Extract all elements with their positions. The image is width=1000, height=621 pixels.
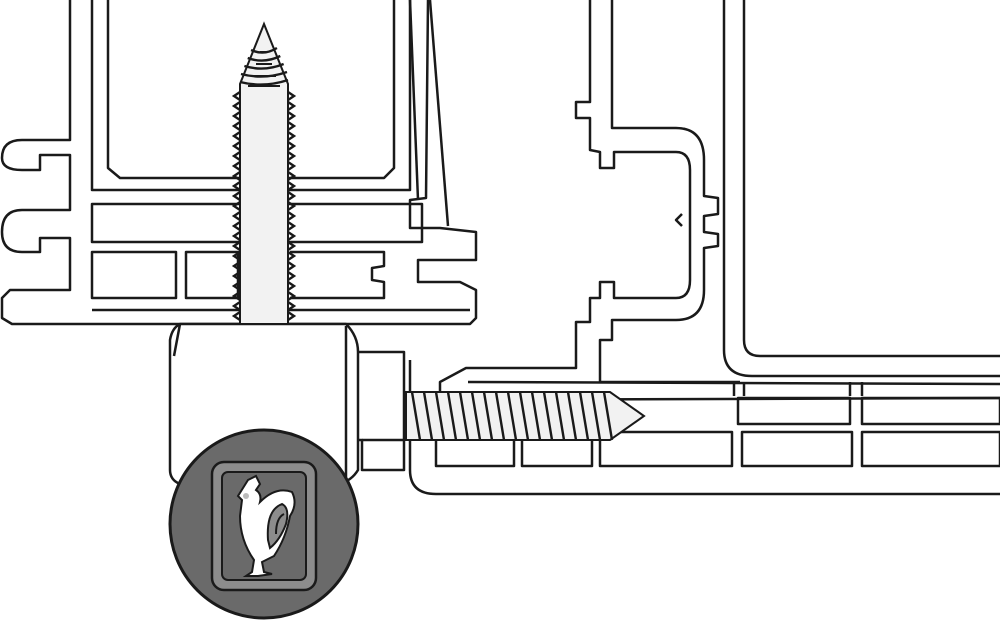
screw-thread: [287, 291, 297, 301]
screw-thread: [287, 231, 297, 241]
screw-thread: [518, 391, 530, 441]
screw-thread: [231, 91, 241, 101]
screw-thread: [287, 191, 297, 201]
screw-thread: [231, 221, 241, 231]
rooster-logo-icon: [221, 471, 307, 581]
screw-thread: [287, 251, 297, 261]
screw-thread: [231, 301, 241, 311]
screw-thread: [287, 141, 297, 151]
screw-thread: [231, 201, 241, 211]
screw-thread: [231, 261, 241, 271]
screw-thread: [287, 151, 297, 161]
screw-thread: [470, 391, 482, 441]
screw-thread: [231, 271, 241, 281]
screw-thread: [287, 171, 297, 181]
screw-thread: [231, 191, 241, 201]
screw-thread: [446, 391, 458, 441]
screw-tip-thread: [239, 78, 289, 86]
screw-thread: [231, 111, 241, 121]
screw-thread: [287, 201, 297, 211]
screw-thread: [231, 281, 241, 291]
horizontal-screw: [405, 391, 646, 441]
screw-thread: [287, 101, 297, 111]
screw-thread: [287, 121, 297, 131]
screw-thread: [422, 391, 434, 441]
screw-thread: [530, 391, 542, 441]
screw-thread: [231, 121, 241, 131]
screw-thread: [231, 311, 241, 321]
screw-thread: [287, 271, 297, 281]
screw-thread: [287, 161, 297, 171]
screw-thread: [542, 391, 554, 441]
screw-thread: [231, 171, 241, 181]
hinge-cap: [168, 428, 360, 620]
screw-thread: [231, 141, 241, 151]
screw-thread: [287, 311, 297, 321]
screw-thread: [602, 391, 614, 441]
screw-thread: [287, 281, 297, 291]
screw-thread: [554, 391, 566, 441]
frame-profile: [408, 0, 1000, 496]
screw-thread: [506, 391, 518, 441]
screw-thread: [231, 131, 241, 141]
screw-thread: [231, 211, 241, 221]
screw-thread: [231, 161, 241, 171]
screw-thread: [287, 301, 297, 311]
vertical-screw: [231, 21, 297, 325]
screw-thread: [231, 291, 241, 301]
screw-thread: [287, 91, 297, 101]
screw-thread: [434, 391, 446, 441]
screw-thread: [231, 231, 241, 241]
screw-thread: [287, 131, 297, 141]
screw-thread: [578, 391, 590, 441]
screw-thread: [231, 251, 241, 261]
screw-thread: [590, 391, 602, 441]
screw-thread: [287, 111, 297, 121]
screw-thread: [231, 241, 241, 251]
screw-thread: [287, 211, 297, 221]
screw-thread: [287, 241, 297, 251]
screw-thread: [287, 221, 297, 231]
screw-tip-thread: [244, 62, 285, 70]
screw-thread: [566, 391, 578, 441]
screw-thread: [410, 391, 422, 441]
screw-tip-thread: [247, 54, 281, 62]
screw-thread: [494, 391, 506, 441]
screw-thread: [287, 181, 297, 191]
screw-thread: [482, 391, 494, 441]
screw-thread: [231, 181, 241, 191]
screw-thread: [231, 151, 241, 161]
screw-thread: [287, 261, 297, 271]
screw-thread: [458, 391, 470, 441]
screw-thread: [231, 101, 241, 111]
